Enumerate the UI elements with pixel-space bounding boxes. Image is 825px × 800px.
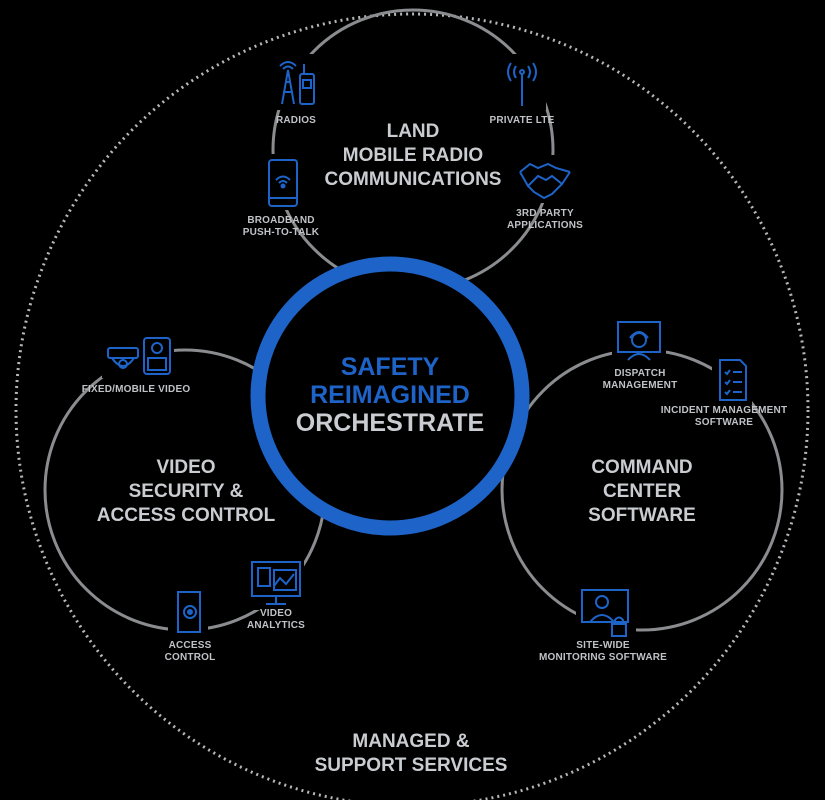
label-sitewide: SITE-WIDE MONITORING SOFTWARE [538, 640, 668, 663]
label-fixed-video: FIXED/MOBILE VIDEO [81, 384, 191, 395]
group-title-video: VIDEO SECURITY & ACCESS CONTROL [96, 457, 276, 526]
label-video-analytics: VIDEO ANALYTICS [246, 608, 306, 631]
center-line-orchestrate: ORCHESTRATE [295, 409, 485, 437]
video-analytics-monitor-icon [251, 561, 301, 605]
outer-dotted-ring [14, 12, 810, 800]
smartphone-wifi-icon [268, 159, 298, 207]
security-camera-icon [107, 337, 171, 375]
label-radios: RADIOS [275, 115, 317, 126]
private-lte-antenna-icon [507, 62, 537, 106]
handshake-icon [519, 162, 571, 200]
label-access-control: ACCESS CONTROL [164, 640, 216, 663]
group-title-managed: MANAGED & SUPPORT SERVICES [314, 731, 508, 776]
label-private-lte: PRIVATE LTE [489, 115, 555, 126]
label-incident: INCIDENT MANAGEMENT SOFTWARE [660, 405, 788, 428]
checklist-document-icon [719, 359, 747, 401]
access-control-door-icon [177, 591, 201, 633]
group-title-lmr: LAND MOBILE RADIO COMMUNICATIONS [324, 121, 502, 190]
label-broadband: BROADBAND PUSH-TO-TALK [242, 215, 320, 238]
radio-tower-icon [279, 61, 315, 105]
dispatch-operator-icon [617, 321, 661, 361]
label-third-party: 3RD PARTY APPLICATIONS [506, 208, 584, 231]
label-dispatch: DISPATCH MANAGEMENT [602, 368, 678, 391]
group-title-command: COMMAND CENTER SOFTWARE [588, 457, 696, 526]
center-line-reimagined: REIMAGINED [310, 381, 470, 409]
center-line-safety: SAFETY [340, 353, 440, 381]
orchestrate-ring [250, 256, 530, 536]
monitoring-user-lock-icon [581, 589, 629, 637]
